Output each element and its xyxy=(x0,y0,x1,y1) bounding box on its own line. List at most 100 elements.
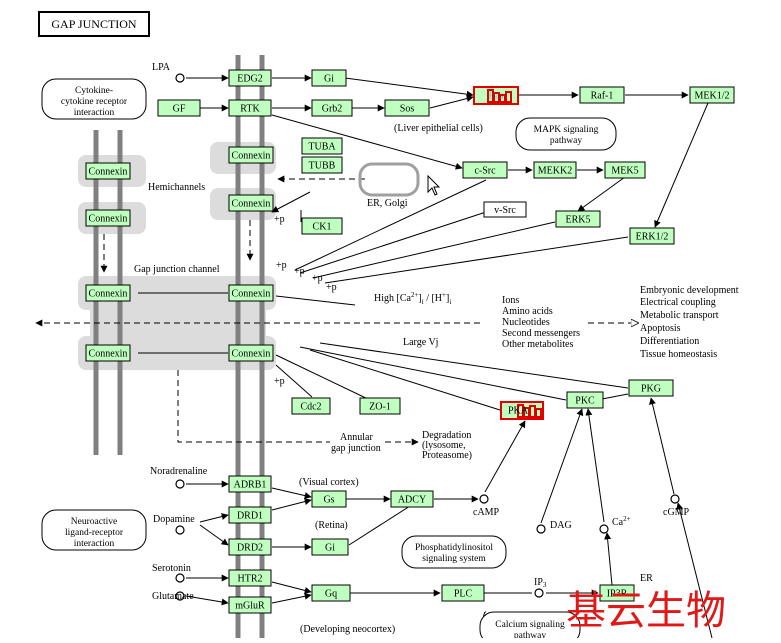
svg-text:Serotonin: Serotonin xyxy=(152,563,191,574)
gene-ck1[interactable]: CK1 xyxy=(301,217,343,235)
svg-text:PKA: PKA xyxy=(508,405,529,416)
svg-text:ERK1/2: ERK1/2 xyxy=(636,231,669,242)
gene-tubb[interactable]: TUBB xyxy=(301,156,343,174)
gene-gq[interactable]: Gq xyxy=(311,584,351,602)
gene-connexin-lr[interactable]: Connexin xyxy=(228,344,274,362)
compound-noradrenaline[interactable]: Noradrenaline xyxy=(150,466,208,489)
compound-ca[interactable]: Ca2+ xyxy=(599,515,631,534)
svg-text:IP3: IP3 xyxy=(534,577,547,589)
svg-text:Gq: Gq xyxy=(325,588,337,599)
svg-text:Gs: Gs xyxy=(323,494,334,505)
gene-cdc2[interactable]: Cdc2 xyxy=(291,397,331,415)
gene-mglur[interactable]: mGluR xyxy=(228,596,272,614)
gene-connexin-gl[interactable]: Connexin xyxy=(85,284,131,302)
gene-erk5[interactable]: ERK5 xyxy=(555,210,601,228)
pathway-mapk[interactable]: MAPK signaling pathway xyxy=(515,117,617,151)
compound-cgmp[interactable]: cGMP xyxy=(663,494,690,518)
title-box: GAP JUNCTION xyxy=(38,11,150,37)
gene-connexin-ll[interactable]: Connexin xyxy=(85,344,131,362)
gene-pkg[interactable]: PKG xyxy=(628,379,674,397)
label-high-ca: High [Ca2+]i / [H+]i xyxy=(374,291,451,306)
label-tissue: Tissue homeostasis xyxy=(640,349,717,360)
gene-connexin-lb[interactable]: Connexin xyxy=(85,209,131,227)
svg-text:PKG: PKG xyxy=(641,383,661,394)
svg-text:mGluR: mGluR xyxy=(235,600,265,611)
svg-text:signaling system: signaling system xyxy=(422,554,486,564)
pathway-neuroactive[interactable]: Neuroactive ligand-receptor interaction xyxy=(41,509,147,551)
label-metabolic: Metabolic transport xyxy=(640,310,719,321)
gene-connexin-m2[interactable]: Connexin xyxy=(228,194,274,212)
svg-text:TUBB: TUBB xyxy=(309,160,336,171)
compound-lpa[interactable]: LPA xyxy=(152,62,185,83)
svg-text:Glutamate: Glutamate xyxy=(152,591,194,602)
svg-text:CK1: CK1 xyxy=(313,221,332,232)
svg-text:MEK1/2: MEK1/2 xyxy=(695,90,730,101)
gene-gi-top[interactable]: Gi xyxy=(311,69,347,87)
gene-connexin-gr[interactable]: Connexin xyxy=(228,284,274,302)
compound-serotonin[interactable]: Serotonin xyxy=(152,563,191,583)
gene-raf1[interactable]: Raf-1 xyxy=(579,86,625,104)
svg-text:cGMP: cGMP xyxy=(663,507,690,518)
gene-ip3r[interactable]: IP3R xyxy=(599,584,635,602)
pathway-phosphatidylinositol[interactable]: Phosphatidylinositol signaling system xyxy=(401,535,507,569)
label-other-metabolites: Other metabolites xyxy=(502,339,573,350)
gene-edg2[interactable]: EDG2 xyxy=(228,69,272,87)
label-plus-p-1: +p xyxy=(274,214,285,225)
gene-pkc[interactable]: PKC xyxy=(566,391,604,409)
svg-text:Raf-1: Raf-1 xyxy=(591,90,614,101)
gene-adcy[interactable]: ADCY xyxy=(390,490,434,508)
gene-rtk[interactable]: RTK xyxy=(228,99,272,117)
gene-mek5[interactable]: MEK5 xyxy=(604,161,646,179)
gene-htr2[interactable]: HTR2 xyxy=(228,569,272,587)
label-annular-2: gap junction xyxy=(331,443,381,454)
gene-gi-bot[interactable]: Gi xyxy=(311,538,349,556)
gene-gs[interactable]: Gs xyxy=(311,490,347,508)
label-visual-cortex: (Visual cortex) xyxy=(299,477,359,488)
label-annular: Annular xyxy=(340,432,373,443)
gene-gf[interactable]: GF xyxy=(157,99,201,117)
gene-pka[interactable]: PKA xyxy=(500,401,544,420)
svg-text:ERK5: ERK5 xyxy=(566,214,591,225)
gene-drd2[interactable]: DRD2 xyxy=(228,538,272,556)
pathway-cytokine[interactable]: Cytokine- cytokine receptor interaction xyxy=(41,78,147,120)
gene-ras[interactable]: Ras xyxy=(473,86,519,105)
gene-grb2[interactable]: Grb2 xyxy=(311,99,353,117)
svg-text:IP3R: IP3R xyxy=(607,588,628,599)
label-liver: (Liver epithelial cells) xyxy=(394,123,483,134)
svg-text:GF: GF xyxy=(173,103,186,114)
compound-dopamine[interactable]: Dopamine xyxy=(153,514,195,535)
compound-ip3[interactable]: IP3 xyxy=(534,577,547,598)
pathway-calcium[interactable]: Calcium signaling pathway xyxy=(479,611,581,643)
svg-text:Connexin: Connexin xyxy=(89,166,128,177)
svg-text:ligand-receptor: ligand-receptor xyxy=(65,528,124,538)
svg-text:Phosphatidylinositol: Phosphatidylinositol xyxy=(415,543,493,553)
gene-mekk2[interactable]: MEKK2 xyxy=(533,161,577,179)
gene-plc[interactable]: PLC xyxy=(441,584,485,602)
label-nucleotides: Nucleotides xyxy=(502,317,550,328)
vsrc-box xyxy=(483,201,527,218)
gene-sos[interactable]: Sos xyxy=(384,99,430,117)
label-gap-channel: Gap junction channel xyxy=(134,264,220,275)
edges xyxy=(35,74,713,639)
gene-csrc[interactable]: c-Src xyxy=(462,161,508,179)
gene-adrb1[interactable]: ADRB1 xyxy=(228,475,272,493)
label-degradation: Degradation xyxy=(422,430,471,441)
gene-connexin-tl[interactable]: Connexin xyxy=(85,162,131,180)
label-differentiation: Differentiation xyxy=(640,336,699,347)
svg-text:RTK: RTK xyxy=(240,103,260,114)
compound-dag[interactable]: DAG xyxy=(536,520,572,534)
compound-glutamate[interactable]: Glutamate xyxy=(152,591,194,602)
gene-erk12[interactable]: ERK1/2 xyxy=(629,227,675,245)
gene-drd1[interactable]: DRD1 xyxy=(228,506,272,524)
gene-connexin-ml[interactable]: Connexin xyxy=(228,146,274,164)
svg-text:Cytokine-: Cytokine- xyxy=(75,86,113,96)
label-plus-p-3: +p xyxy=(294,266,305,277)
gene-tuba[interactable]: TUBA xyxy=(301,137,343,155)
compound-camp[interactable]: cAMP xyxy=(473,494,500,518)
gene-mek12[interactable]: MEK1/2 xyxy=(689,86,735,104)
svg-text:Connexin: Connexin xyxy=(232,348,271,359)
gene-zo1[interactable]: ZO-1 xyxy=(359,397,401,415)
svg-text:LPA: LPA xyxy=(152,62,171,73)
label-degradation-2: (lysosome, xyxy=(422,440,466,451)
svg-text:MEKK2: MEKK2 xyxy=(538,165,572,176)
